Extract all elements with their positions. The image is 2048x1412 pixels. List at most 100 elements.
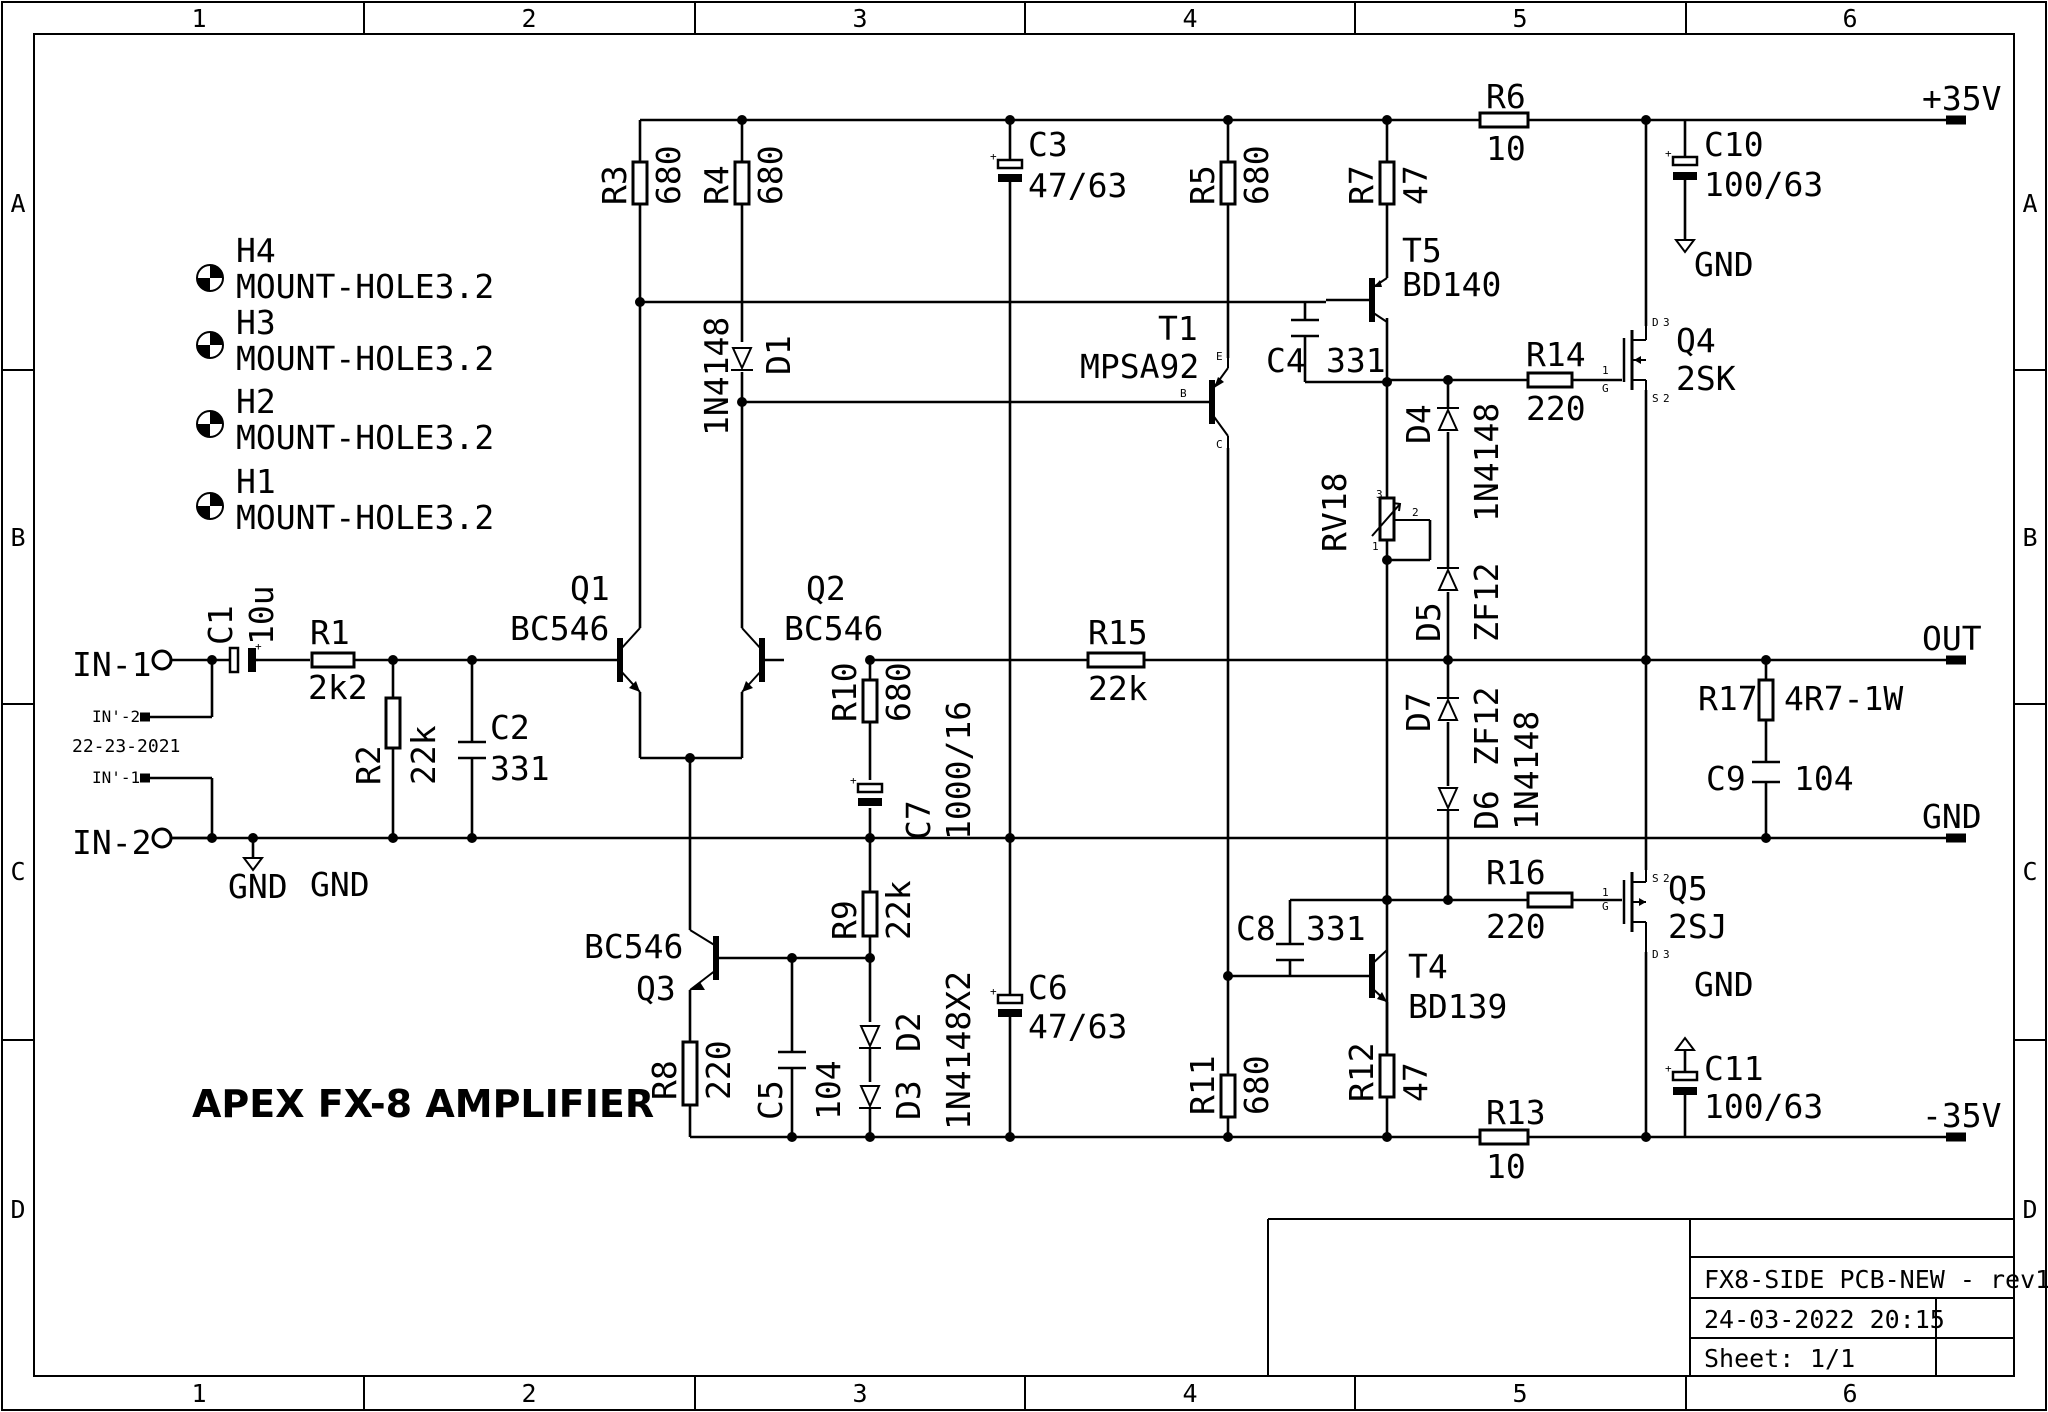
r13-ref: R13 <box>1486 1093 1546 1132</box>
d3-ref: D3 <box>889 1080 928 1120</box>
q4-pin-1: 1 <box>1602 364 1609 377</box>
d4-value: 1N4148 <box>1467 403 1506 522</box>
d1-body[interactable] <box>731 347 753 371</box>
row-label-b-right: B <box>2022 523 2037 552</box>
mount-hole-h3: H3 MOUNT-HOLE3.2 <box>196 303 494 378</box>
c6-body[interactable]: + <box>990 985 1024 1017</box>
r13-body[interactable] <box>1478 1128 1530 1146</box>
r6-body[interactable] <box>1478 111 1530 129</box>
in-1-label: IN-1 <box>72 645 151 684</box>
r1-ref: R1 <box>310 613 350 652</box>
q2-value: BC546 <box>784 609 883 648</box>
q4-value: 2SK <box>1676 359 1736 398</box>
input-connectors: IN-1 IN-2 IN'-2 IN'-1 22-23-2021 <box>72 645 180 862</box>
q2-body[interactable] <box>741 627 784 693</box>
date-note: 22-23-2021 <box>72 736 180 757</box>
c11-ref: C11 <box>1704 1049 1764 1088</box>
r11-body[interactable] <box>1219 1073 1237 1119</box>
h3-value: MOUNT-HOLE3.2 <box>236 339 494 378</box>
q3-value: BC546 <box>584 927 683 966</box>
c8-body[interactable] <box>1276 942 1304 962</box>
gnd-c11-label: GND <box>1694 965 1754 1004</box>
c11-body[interactable]: + <box>1665 1062 1699 1095</box>
r12-ref: R12 <box>1342 1042 1381 1102</box>
r5-body[interactable] <box>1219 160 1237 206</box>
r7-body[interactable] <box>1378 160 1396 206</box>
t1-pin-e: E <box>1216 350 1223 363</box>
r15-body[interactable] <box>1086 651 1146 669</box>
c2-value: 331 <box>490 749 550 788</box>
d7-ref: D7 <box>1399 692 1438 732</box>
c2-body[interactable] <box>458 740 486 760</box>
r3-body[interactable] <box>631 160 649 206</box>
r1-value: 2k2 <box>308 668 368 707</box>
col-label-4: 4 <box>1182 4 1197 33</box>
c1-body[interactable]: + <box>228 640 262 674</box>
title-block-name: FX8-SIDE PCB-NEW - rev1 <box>1704 1265 2048 1294</box>
title-block-sheet-value: 1/1 <box>1810 1344 1855 1373</box>
r2-body[interactable] <box>384 696 402 750</box>
d3-body[interactable] <box>859 1085 881 1109</box>
q5-body[interactable]: 1 G S 2 D 3 <box>1602 870 1670 961</box>
col-label-4-bottom: 4 <box>1182 1379 1197 1408</box>
d7-body[interactable] <box>1437 697 1459 721</box>
q4-body[interactable]: D 3 1 G S 2 <box>1602 316 1670 405</box>
d6-body[interactable] <box>1437 787 1459 811</box>
c5-ref: C5 <box>751 1080 790 1120</box>
gnd-left-text: GND <box>310 865 370 904</box>
q4-pin-g: G <box>1602 382 1609 395</box>
c10-value: 100/63 <box>1704 165 1823 204</box>
r9-body[interactable] <box>861 890 879 938</box>
h2-ref: H2 <box>236 382 276 421</box>
q1-body[interactable] <box>617 627 641 693</box>
r12-value: 47 <box>1396 1062 1435 1102</box>
q5-pin-s: S <box>1652 872 1659 885</box>
r17-value: 4R7-1W <box>1784 679 1903 718</box>
gnd-symbol-c11 <box>1674 1036 1696 1051</box>
row-label-d-right: D <box>2022 1195 2037 1224</box>
c9-body[interactable] <box>1752 760 1780 784</box>
d7-value: ZF12 <box>1467 687 1506 766</box>
c4-body[interactable] <box>1291 318 1319 338</box>
r17-body[interactable] <box>1757 678 1775 722</box>
mount-hole-h4: H4 MOUNT-HOLE3.2 <box>196 231 494 306</box>
rv18-ref: RV18 <box>1315 473 1354 552</box>
c7-body[interactable]: + <box>850 774 884 806</box>
c10-body[interactable]: + <box>1665 147 1699 180</box>
t1-body[interactable]: E B C <box>1180 350 1229 451</box>
in-2-terminal[interactable] <box>151 827 173 849</box>
c3-body[interactable]: + <box>990 150 1024 182</box>
q1-ref: Q1 <box>570 569 610 608</box>
d2-body[interactable] <box>859 1025 881 1049</box>
c11-value: 100/63 <box>1704 1087 1823 1126</box>
in-1-terminal[interactable] <box>151 649 173 671</box>
h4-ref: H4 <box>236 231 276 270</box>
d5-body[interactable] <box>1437 567 1459 591</box>
d4-body[interactable] <box>1437 407 1459 431</box>
r10-body[interactable] <box>861 678 879 724</box>
r5-ref: R5 <box>1183 165 1222 205</box>
c5-body[interactable] <box>778 1050 806 1070</box>
col-label-5: 5 <box>1512 4 1527 33</box>
col-label-1: 1 <box>191 4 206 33</box>
q3-body[interactable] <box>689 929 719 991</box>
r16-body[interactable] <box>1526 891 1574 909</box>
d5-value: ZF12 <box>1467 563 1506 642</box>
row-label-b: B <box>10 523 25 552</box>
r14-value: 220 <box>1526 389 1586 428</box>
c6-value: 47/63 <box>1028 1007 1127 1046</box>
q2-ref: Q2 <box>806 569 846 608</box>
t5-body[interactable] <box>1326 277 1388 323</box>
t4-body[interactable] <box>1369 900 1388 1003</box>
r1-body[interactable] <box>310 651 356 669</box>
r3-value: 680 <box>649 145 688 205</box>
t1-pin-b: B <box>1180 387 1187 400</box>
r12-body[interactable] <box>1378 1053 1396 1099</box>
row-label-c-right: C <box>2022 857 2037 886</box>
h1-ref: H1 <box>236 462 276 501</box>
r4-body[interactable] <box>733 160 751 206</box>
r14-body[interactable] <box>1526 371 1574 389</box>
r8-body[interactable] <box>681 1040 699 1107</box>
d1-ref: D1 <box>759 335 798 375</box>
